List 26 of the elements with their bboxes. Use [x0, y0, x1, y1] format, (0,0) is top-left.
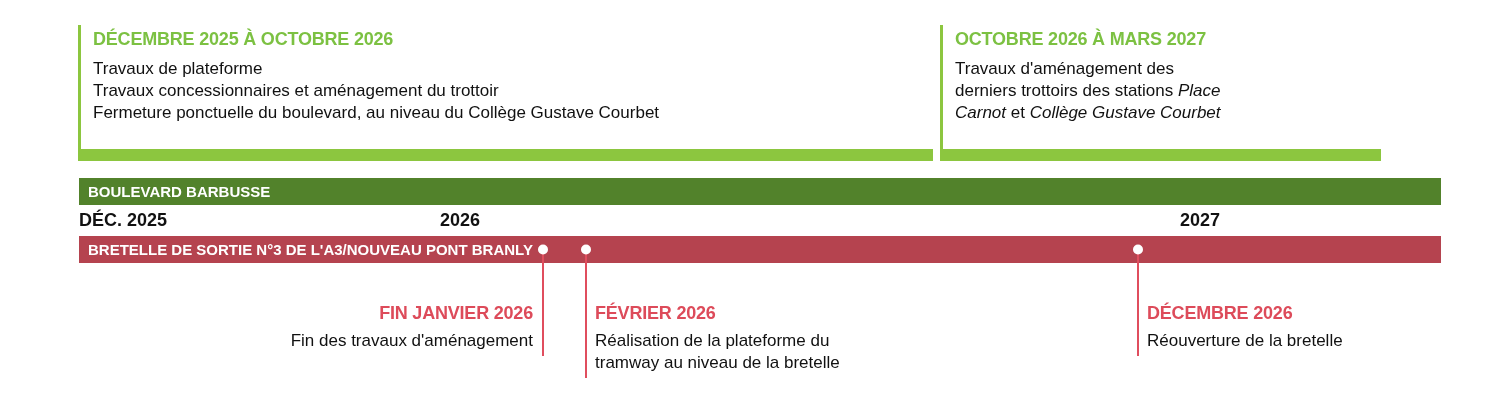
- period-bracket: [78, 25, 933, 161]
- timeline-band: [79, 178, 1441, 205]
- period-heading: OCTOBRE 2026 À MARS 2027: [955, 27, 1206, 51]
- work-description: Travaux de plateforme: [93, 58, 263, 80]
- period-bracket: [940, 25, 1381, 161]
- axis-date-label: 2027: [1180, 209, 1221, 232]
- milestone-description: Réouverture de la bretelle: [1147, 330, 1343, 352]
- band-label: BOULEVARD BARBUSSE: [88, 182, 271, 201]
- leader-line: [538, 244, 548, 264]
- band-label: BRETELLE DE SORTIE N°3 DE L'A3/NOUVEAU PONT BRANLY: [88, 240, 533, 259]
- period-heading: DÉCEMBRE 2025 À OCTOBRE 2026: [93, 27, 394, 51]
- work-description: Fermeture ponctuelle du boulevard, au niveau du Collège Gustave Courbet: [93, 102, 660, 124]
- work-description: Travaux d'aménagement des derniers trottoirs des stations Place Carnot et Collège Gustave Courbet: [955, 58, 1222, 124]
- work-description: Travaux concessionnaires et aménagement du trottoir: [93, 80, 499, 102]
- leader-line: [581, 244, 591, 264]
- milestone-date: DÉCEMBRE 2026: [1147, 301, 1293, 325]
- milestone-date: FIN JANVIER 2026: [379, 302, 533, 325]
- axis-date-label: DÉC. 2025: [79, 208, 168, 232]
- milestone-description: Fin des travaux d'aménagement: [290, 330, 533, 352]
- milestone-callout: [290, 263, 544, 356]
- milestone-callout: [1137, 263, 1343, 356]
- axis-date-label: 2026: [440, 209, 481, 232]
- timeline-band: [79, 236, 1441, 263]
- leader-line: [1133, 244, 1143, 264]
- milestone-date: FÉVRIER 2026: [595, 301, 716, 325]
- milestone-description: Réalisation de la plateforme du tramway au niveau de la bretelle: [595, 330, 841, 374]
